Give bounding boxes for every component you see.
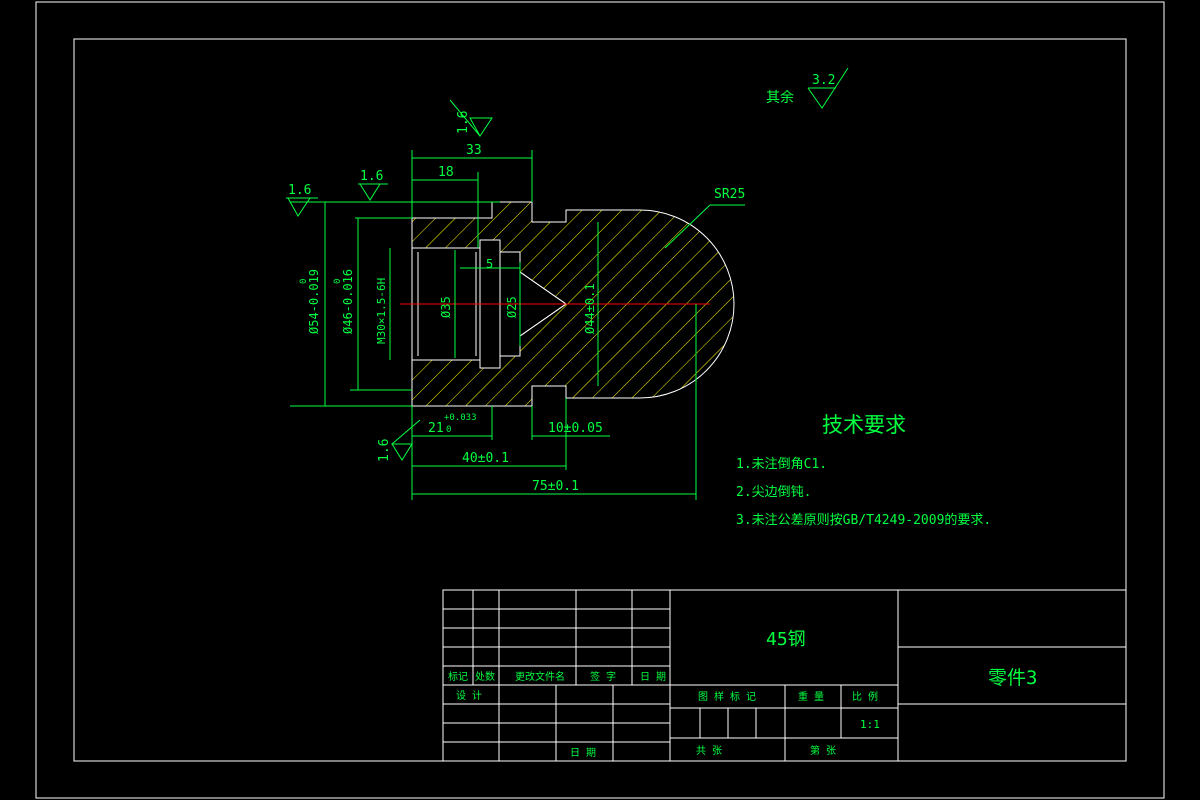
roughness-left2: 1.6	[360, 169, 383, 184]
dim-21: 21	[428, 421, 444, 436]
other-roughness-label: 其余	[766, 89, 794, 106]
dim-33: 33	[466, 143, 482, 158]
other-roughness-value: 3.2	[812, 73, 835, 88]
dim-dia54-upper: 0	[299, 279, 309, 284]
tb-date: 日 期	[640, 671, 666, 683]
tech-item-1: 1.未注倒角C1.	[736, 457, 827, 472]
dim-dia35: Ø35	[439, 296, 453, 318]
roughness-left1: 1.6	[288, 183, 311, 198]
tb-sign: 签 字	[590, 670, 616, 683]
tb-drawing-mark: 图 样 标 记	[698, 690, 756, 703]
tb-date2: 日 期	[570, 747, 596, 759]
dim-dia44: Ø44±0.1	[583, 283, 597, 334]
title-block-grid	[442, 589, 1127, 762]
tb-mark: 标记	[448, 671, 468, 683]
dim-dia46: Ø46-0.016	[341, 269, 355, 334]
tb-sheet: 第 张	[810, 744, 836, 757]
dim-sr25: SR25	[714, 187, 745, 202]
roughness-symbols	[286, 67, 849, 461]
tb-design: 设 计	[456, 689, 482, 702]
roughness-top: 1.6	[456, 111, 471, 134]
tb-total: 共 张	[696, 745, 722, 757]
dim-21-upper: +0.033	[444, 413, 477, 423]
tech-item-2: 2.尖边倒钝.	[736, 485, 811, 500]
dim-10: 10±0.05	[548, 421, 603, 436]
dim-thread: M30×1.5-6H	[375, 278, 388, 344]
tech-title: 技术要求	[822, 413, 906, 437]
tech-item-3: 3.未注公差原则按GB/T4249-2009的要求.	[736, 512, 991, 528]
tb-change: 更改文件名	[515, 670, 565, 683]
outer-frame	[35, 1, 1165, 799]
dim-18: 18	[438, 165, 454, 180]
dimension-lines	[290, 150, 745, 500]
part-section	[400, 201, 735, 407]
roughness-bottom: 1.6	[377, 439, 392, 462]
dim-75: 75±0.1	[532, 479, 579, 494]
inner-frame	[73, 38, 1127, 762]
tb-scale-label: 比 例	[852, 690, 878, 703]
tb-scale: 1:1	[860, 718, 880, 731]
material: 45钢	[766, 629, 806, 650]
dim-dia46-upper: 0	[333, 279, 343, 284]
part-name: 零件3	[988, 667, 1037, 689]
dim-dia25: Ø25	[505, 296, 519, 318]
dim-40: 40±0.1	[462, 451, 509, 466]
dim-5: 5	[486, 257, 493, 271]
tb-weight: 重 量	[798, 690, 824, 703]
dim-21-lower: 0	[446, 425, 451, 435]
tb-count: 处数	[475, 670, 495, 683]
dim-dia54: Ø54-0.019	[307, 269, 321, 334]
